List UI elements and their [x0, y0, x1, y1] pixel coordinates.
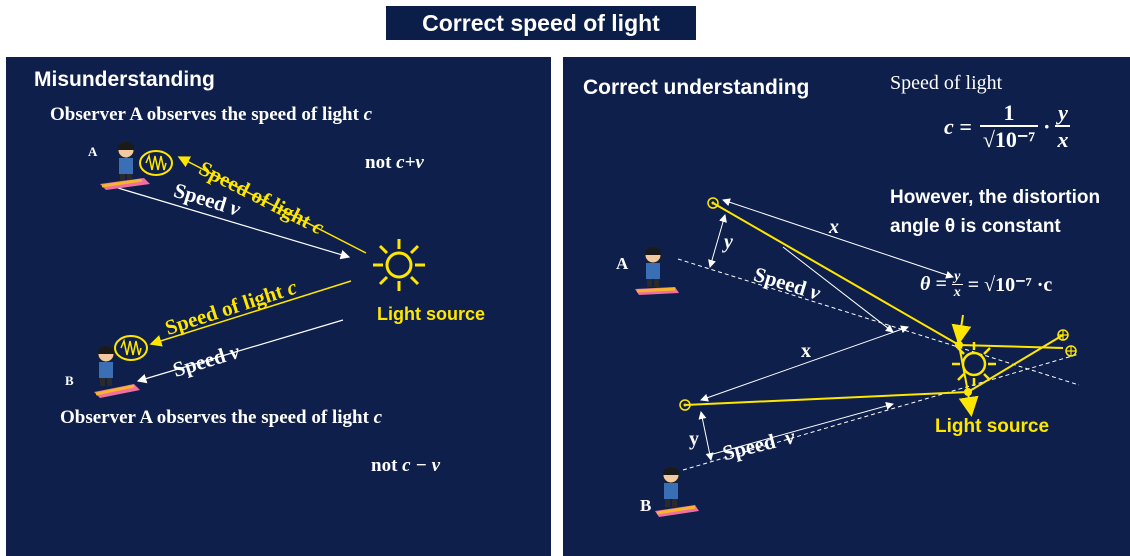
not-c-minus-v-text: not: [371, 455, 402, 476]
label-y-bottom: y: [689, 428, 699, 451]
light-source-label: Light source: [935, 416, 1049, 438]
observer-b-label: B: [65, 373, 74, 389]
y-arrow-top: [710, 215, 725, 267]
not-c-plus-v: not c+v: [365, 152, 424, 174]
light-source-icon: [952, 342, 996, 386]
point-top-left-icon: [708, 198, 718, 208]
correct-understanding-panel: Correct understanding Speed of light c =…: [563, 57, 1130, 556]
theta-lhs: θ =: [920, 273, 947, 296]
wave-bubble-b-icon: [115, 336, 147, 360]
speed-of-light-caption: Speed of light: [890, 72, 1002, 95]
distortion-line-1: However, the distortion: [890, 187, 1100, 209]
left-statement-2: Observer A observes the speed of light c: [60, 407, 382, 429]
y-arrow-bottom: [701, 412, 711, 460]
formula-den: √10⁻⁷: [980, 125, 1038, 153]
light-source-pointer: [968, 393, 971, 413]
x-arrow-middle: [701, 327, 908, 400]
observer-a-label: A: [88, 144, 97, 160]
point-right-1-icon: [1058, 330, 1068, 340]
light-path-right-2: [968, 335, 1063, 392]
left-heading: Misunderstanding: [34, 68, 215, 92]
light-source-label: Light source: [377, 304, 485, 325]
left-statement-2-text: Observer A observes the speed of light: [60, 407, 374, 428]
formula-rhs-den: x: [1055, 125, 1070, 153]
theta-rhs: = √10⁻⁷ ·c: [968, 272, 1052, 297]
speed-formula: c = 1 √10⁻⁷ · y x: [944, 101, 1070, 153]
formula-rhs-num: y: [1058, 101, 1068, 125]
left-statement-1-text: Observer A observes the speed of light: [50, 104, 364, 125]
theta-formula: θ = y x = √10⁻⁷ ·c: [920, 269, 1052, 300]
formula-num: 1: [1003, 101, 1014, 125]
observer-a-figure: [635, 247, 679, 295]
label-y-top: y: [724, 231, 733, 254]
left-statement-1: Observer A observes the speed of light c: [50, 104, 372, 126]
junction-bottom: [964, 388, 972, 396]
formula-fraction-1: 1 √10⁻⁷: [980, 101, 1038, 153]
light-source-icon: [373, 239, 425, 291]
page-title: Correct speed of light: [386, 6, 696, 40]
observer-b-figure: [655, 467, 699, 517]
not-c-minus-v: not c − v: [371, 455, 440, 477]
observer-a-label: A: [616, 254, 628, 274]
distortion-line-2: angle θ is constant: [890, 216, 1061, 238]
theta-pointer: [959, 315, 963, 341]
misunderstanding-panel: Misunderstanding Observer A observes the…: [6, 57, 551, 556]
right-heading: Correct understanding: [583, 76, 809, 100]
theta-den: x: [952, 284, 963, 300]
left-statement-2-var: c: [374, 407, 382, 428]
not-c-plus-v-expr: c+v: [396, 152, 424, 173]
label-x-top: x: [829, 216, 839, 239]
observer-b-label: B: [640, 496, 651, 516]
formula-fraction-2: y x: [1055, 101, 1070, 153]
formula-dot: ·: [1043, 114, 1050, 140]
point-right-2-icon: [1066, 346, 1076, 356]
theta-fraction: y x: [952, 269, 963, 300]
label-x-middle: x: [801, 340, 811, 363]
left-statement-1-var: c: [364, 104, 372, 125]
not-c-minus-v-expr: c − v: [402, 455, 440, 476]
not-c-plus-v-text: not: [365, 152, 396, 173]
observer-a-figure: [100, 142, 150, 190]
formula-lhs: c =: [944, 114, 972, 140]
theta-num: y: [954, 269, 960, 284]
wave-bubble-a-icon: [140, 151, 172, 175]
